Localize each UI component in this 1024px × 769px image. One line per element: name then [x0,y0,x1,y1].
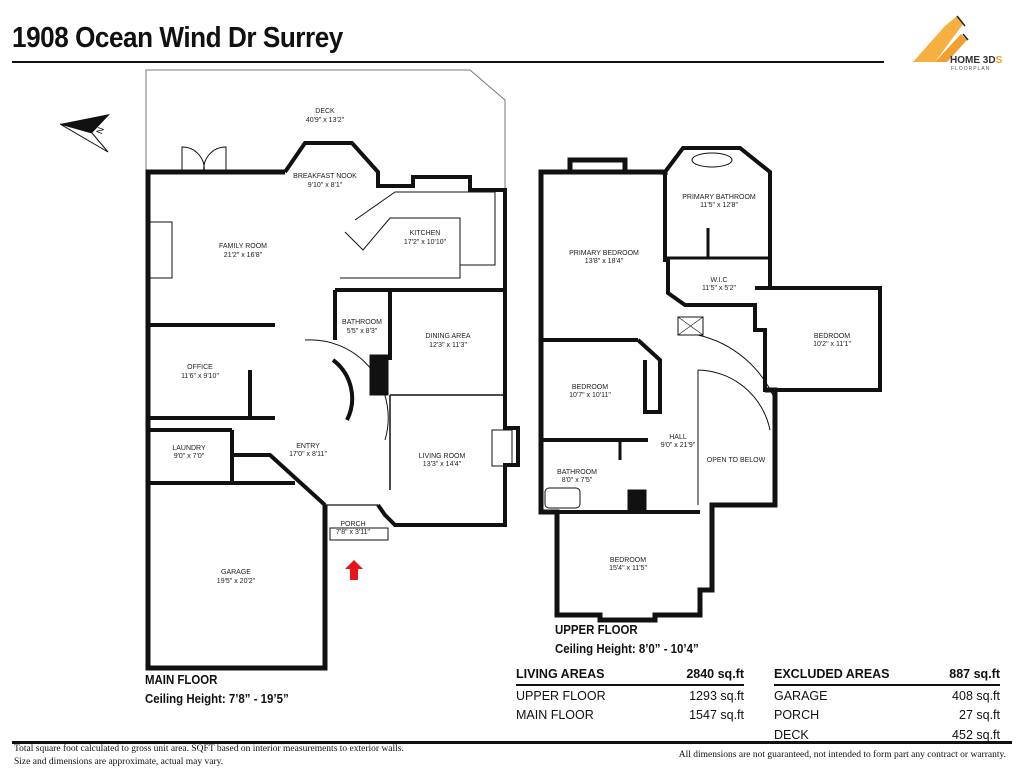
room-bathroom-up-name: BATHROOM [557,469,597,476]
area-label: GARAGE [774,688,828,703]
room-bedroom-2-name: BEDROOM [814,333,850,340]
room-office-name: OFFICE [187,364,213,371]
living-areas-total: 2840 sq.ft [654,663,744,686]
room-hall-name: HALL [669,434,687,441]
room-bedroom-3-dims: 10'7" x 10'11" [569,392,611,399]
room-primary-bed-dims: 13'8" x 18'4" [585,258,624,265]
room-living-dims: 13'3" x 14'4" [423,461,462,468]
room-laundry-name: LAUNDRY [172,445,206,452]
area-value: 1547 sq.ft [689,708,744,723]
room-garage-name: GARAGE [221,569,251,576]
area-value: 1293 sq.ft [689,688,744,703]
room-bedroom-3-name: BEDROOM [572,384,608,391]
main-floor-name: MAIN FLOOR [145,672,218,687]
main-floor-label: MAIN FLOOR Ceiling Height: 7’8” - 19’5” [145,670,289,708]
area-value: 408 sq.ft [952,688,1000,703]
page-title: 1908 Ocean Wind Dr Surrey [12,22,343,54]
excluded-areas-header: EXCLUDED AREAS [774,663,932,686]
room-entry-dims: 17'0" x 8'11" [289,451,327,458]
room-deck-dims: 40'9" x 13'2" [306,117,345,124]
main-floor-room-labels: DECK 40'9" x 13'2" BREAKFAST NOOK 9'10" … [172,108,471,585]
footer-left: Total square foot calculated to gross un… [14,743,404,769]
room-dining-name: DINING AREA [425,333,470,340]
footer-disclaimer: All dimensions are not guaranteed, not i… [678,750,1006,760]
room-office-dims: 11'6" x 9'10" [181,373,219,380]
room-bathroom-up-dims: 8'0" x 7'5" [562,477,593,484]
upper-floor-plan [538,146,882,623]
room-bathroom-dims: 5'5" x 8'3" [347,328,378,335]
north-label: N [94,126,106,136]
footer-note-1: Total square foot calculated to gross un… [14,744,404,754]
room-primary-bath-name: PRIMARY BATHROOM [682,194,756,201]
room-kitchen-dims: 17'2" x 10'10" [404,239,447,246]
area-label: PORCH [774,708,820,723]
footer-divider [12,741,1012,744]
room-porch-dims: 7'8" x 3'11" [336,529,370,536]
room-entry-name: ENTRY [296,443,320,450]
room-hall-dims: 9'0" x 21'9" [661,442,696,449]
area-value: 27 sq.ft [959,708,1000,723]
entrance-arrow-icon [345,560,363,580]
footer-note-2: Size and dimensions are approximate, act… [14,757,224,767]
room-wic-dims: 11'5" x 5'2" [702,285,736,292]
room-kitchen-name: KITCHEN [410,230,441,237]
room-porch-name: PORCH [340,521,365,528]
room-family-name: FAMILY ROOM [219,243,267,250]
room-bedroom-4-dims: 15'4" x 11'5" [609,565,647,572]
upper-floor-label: UPPER FLOOR Ceiling Height: 8’0” - 10’4” [555,620,699,658]
excluded-areas-total: 887 sq.ft [931,663,1000,686]
area-value: 452 sq.ft [952,727,1000,742]
room-deck-name: DECK [315,108,335,115]
living-areas-header: LIVING AREAS [516,663,655,686]
area-label: MAIN FLOOR [516,708,594,723]
room-bedroom-4-name: BEDROOM [610,557,646,564]
room-wic-name: W.I.C [710,277,727,284]
room-garage-dims: 19'5" x 20'2" [217,578,256,585]
upper-floor-room-labels: PRIMARY BATHROOM 11'5" x 12'8" PRIMARY B… [557,194,851,572]
area-label: DECK [774,727,809,742]
room-dining-dims: 12'3" x 11'3" [429,342,467,349]
logo-sub: FLOORPLAN [951,66,991,72]
main-floor-ceiling: Ceiling Height: 7’8” - 19’5” [145,691,289,706]
room-primary-bath-dims: 11'5" x 12'8" [700,202,738,209]
north-arrow-icon: N [59,114,110,153]
room-bedroom-2-dims: 10'2" x 11'1" [813,341,851,348]
upper-floor-name: UPPER FLOOR [555,622,638,637]
room-family-dims: 21'2" x 16'8" [224,252,263,259]
area-label: UPPER FLOOR [516,688,606,703]
room-primary-bed-name: PRIMARY BEDROOM [569,250,639,257]
room-open-below: OPEN TO BELOW [707,457,766,464]
logo-brand: HOME 3DS [950,55,1003,66]
room-bathroom-name: BATHROOM [342,319,382,326]
title-divider [12,61,884,63]
room-living-name: LIVING ROOM [419,453,466,460]
room-nook-name: BREAKFAST NOOK [293,173,357,180]
main-floor-plan [145,69,520,671]
room-nook-dims: 9'10" x 8'1" [308,182,343,189]
room-laundry-dims: 9'0" x 7'0" [174,453,205,460]
upper-floor-ceiling: Ceiling Height: 8’0” - 10’4” [555,641,699,656]
home3ds-logo-icon [913,15,969,62]
